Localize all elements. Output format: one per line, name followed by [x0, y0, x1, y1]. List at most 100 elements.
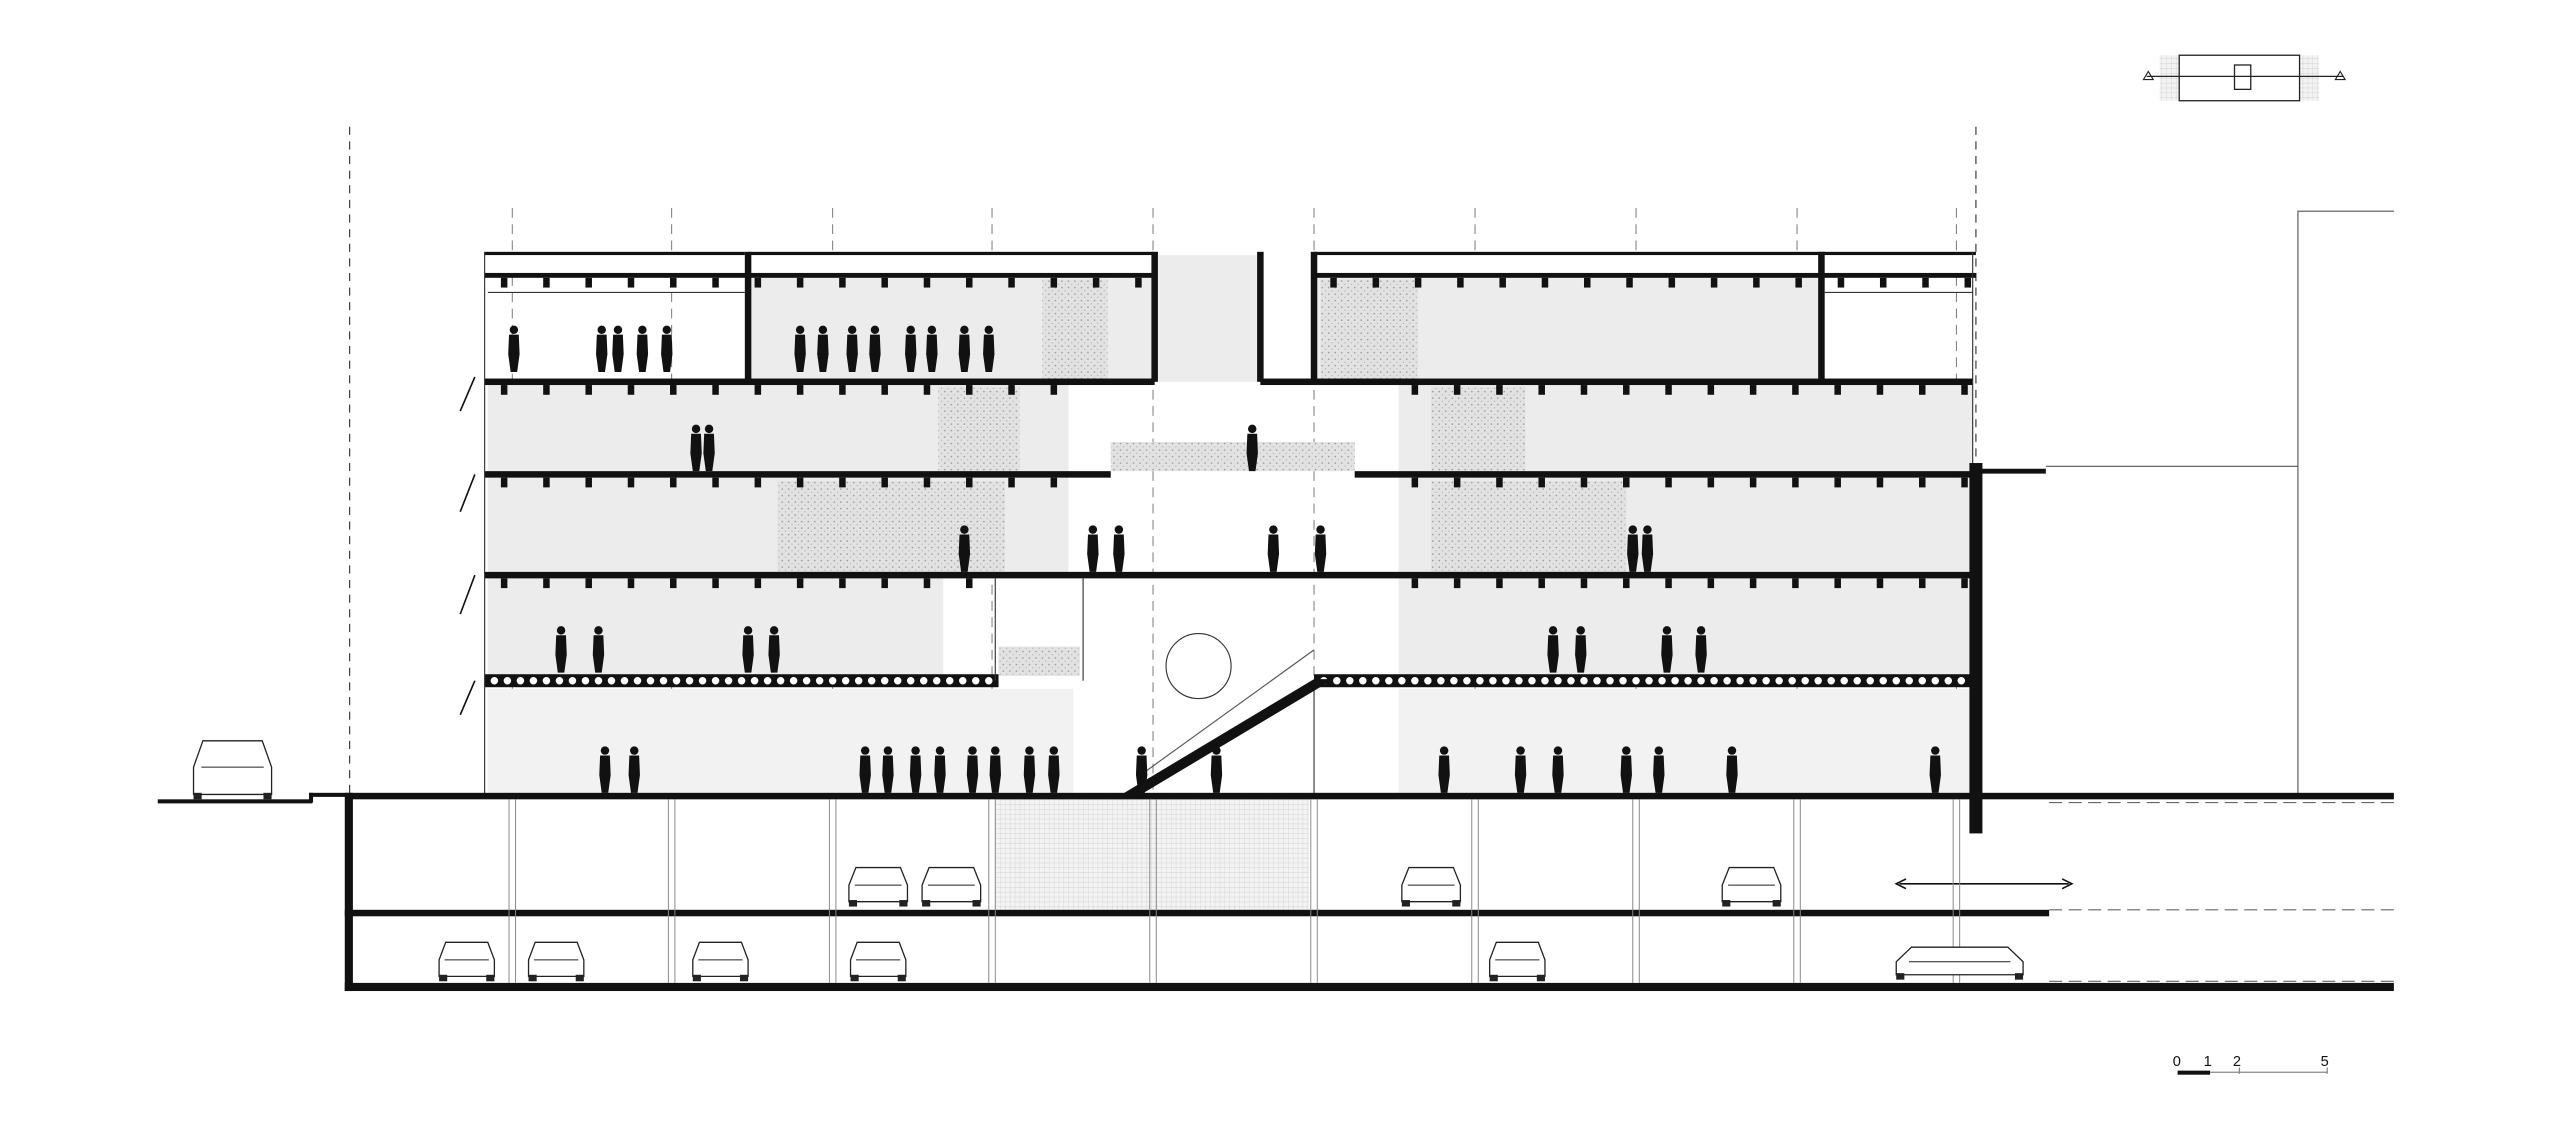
beam [1922, 277, 1929, 288]
person-head [1049, 746, 1059, 755]
hollowcore-void [893, 676, 902, 685]
person-silhouette [636, 325, 649, 373]
hollowcore-void [1606, 676, 1614, 685]
person-body [1552, 755, 1564, 793]
person-head [818, 325, 828, 335]
hollowcore-void [1918, 676, 1926, 685]
car-wheel [1722, 900, 1731, 907]
hollowcore-void [1463, 676, 1471, 685]
beam [1665, 385, 1672, 395]
atrium-stair [1118, 649, 1334, 797]
person-body [989, 755, 1001, 793]
person-body [596, 334, 608, 373]
person-head [662, 325, 672, 335]
hollowcore-void [1580, 676, 1588, 685]
beam [923, 477, 931, 488]
beam [1668, 277, 1676, 288]
person-silhouette [1653, 746, 1665, 793]
hollowcore-void [1502, 676, 1510, 685]
person-body [555, 635, 567, 673]
beam [1749, 477, 1757, 488]
ground-and-basement [157, 463, 2394, 992]
person-silhouette [1620, 746, 1632, 793]
person-body [1653, 755, 1665, 793]
hollowcore-void [1567, 676, 1575, 685]
beam [966, 385, 973, 395]
beam [1411, 578, 1419, 589]
beam [1876, 578, 1884, 589]
parked-car [438, 941, 496, 982]
person-head [960, 525, 969, 534]
beam [627, 277, 635, 288]
parked-car [848, 866, 909, 907]
beam [1834, 578, 1841, 589]
beam [881, 385, 888, 395]
hollowcore-void [490, 676, 499, 685]
person-body [794, 334, 806, 373]
section-marker-right-icon [2334, 70, 2347, 81]
person-silhouette [661, 325, 673, 373]
person-head [860, 746, 870, 755]
beam [1453, 477, 1461, 488]
beam [1626, 277, 1633, 288]
person-body [1113, 534, 1125, 572]
person-head [1088, 525, 1098, 534]
hollowcore-void [568, 676, 577, 685]
beam [1330, 277, 1337, 288]
beam [1876, 477, 1884, 488]
hollowcore-void [633, 676, 642, 685]
hollowcore-void [1645, 676, 1653, 685]
beam [1792, 477, 1799, 488]
street-car [192, 740, 273, 800]
beam [1665, 477, 1672, 488]
person-body [1641, 534, 1654, 572]
person-silhouette [794, 325, 806, 373]
beam [543, 477, 550, 488]
person-body [1575, 635, 1587, 673]
hollowcore-void [985, 676, 993, 685]
beam [1583, 277, 1591, 288]
beam [543, 277, 550, 288]
person-head [1622, 746, 1631, 755]
person-silhouette [1552, 746, 1564, 793]
hollowcore-void [1827, 676, 1835, 685]
hollowcore-void [1736, 676, 1744, 685]
hollowcore-void [1944, 676, 1953, 685]
hollowcore-void [1541, 676, 1549, 685]
beam [1008, 477, 1015, 488]
beam [1919, 385, 1926, 395]
hollowcore-void [503, 676, 512, 685]
person-head [1212, 746, 1221, 755]
hollowcore-void [1814, 676, 1822, 685]
beam [1411, 477, 1419, 488]
person-head [1696, 626, 1706, 635]
person-head [638, 325, 647, 335]
car-wheel [850, 974, 859, 982]
person-head [1727, 746, 1737, 755]
person-head [935, 746, 945, 755]
person-head [691, 424, 701, 434]
beam [1749, 578, 1757, 589]
hollowcore-void [802, 676, 811, 685]
people-silhouettes [508, 325, 1941, 793]
beam [796, 477, 804, 488]
beam [670, 385, 677, 395]
person-silhouette [1514, 746, 1527, 793]
parked-car [1401, 866, 1462, 907]
hollowcore-void [516, 676, 525, 685]
person-body [1023, 755, 1036, 793]
beam [1707, 477, 1715, 488]
person-silhouette [612, 325, 624, 373]
person-body [1627, 534, 1639, 572]
beam [1879, 277, 1887, 288]
hollowcore-void [1424, 676, 1432, 685]
person-silhouette [1135, 746, 1148, 793]
hollowcore-void [1931, 676, 1940, 685]
beam [1623, 385, 1630, 395]
person-silhouette [690, 424, 702, 472]
person-silhouette [1547, 626, 1559, 673]
person-body [703, 433, 715, 472]
hollowcore-void [946, 676, 954, 685]
person-head [984, 325, 994, 335]
hollowcore-void [672, 676, 681, 685]
